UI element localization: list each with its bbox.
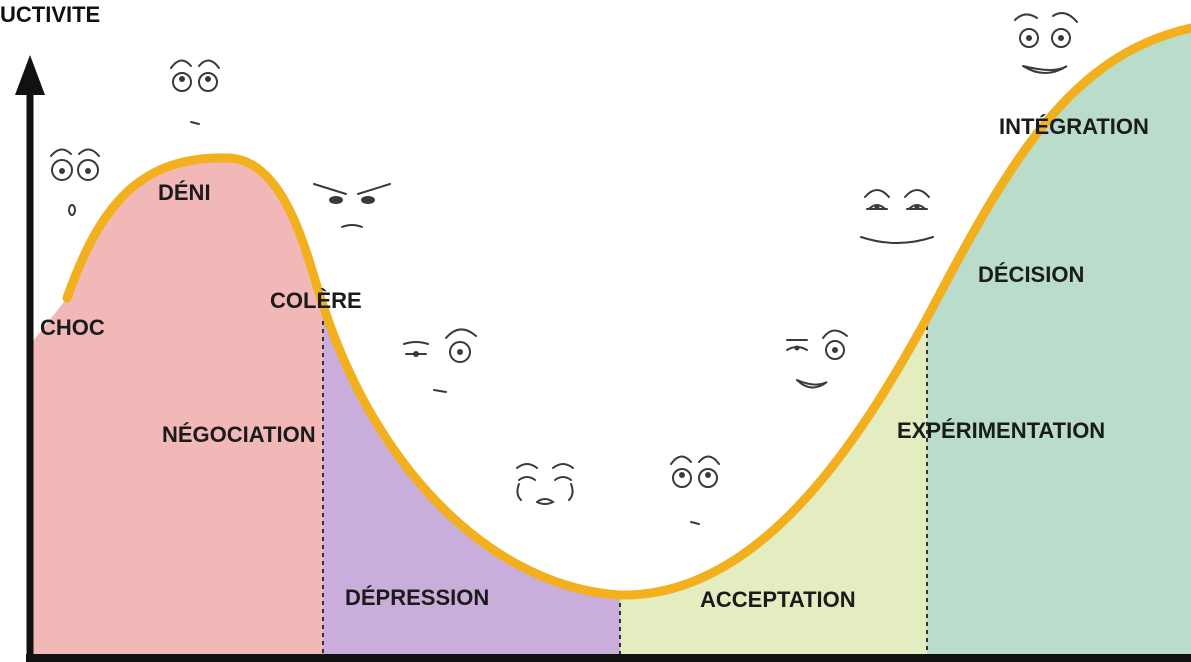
- label-integration: INTÉGRATION: [999, 114, 1149, 139]
- axis-title: UCTIVITE: [0, 2, 100, 27]
- shocked-face-icon: [50, 148, 100, 216]
- label-depression: DÉPRESSION: [345, 585, 489, 610]
- region-depression: [323, 305, 620, 655]
- happy-face-icon: [1014, 12, 1078, 74]
- label-negociation: NÉGOCIATION: [162, 422, 316, 447]
- skeptical-face-icon: [403, 328, 477, 393]
- winking-face-icon: [786, 329, 848, 389]
- region-choc-negociation: [30, 157, 323, 655]
- crying-face-icon: [516, 463, 574, 505]
- region-integration: [927, 28, 1191, 655]
- label-deni: DÉNI: [158, 180, 211, 205]
- label-experimentation: EXPÉRIMENTATION: [897, 418, 1105, 443]
- label-acceptation: ACCEPTATION: [700, 587, 856, 612]
- change-curve-line: [62, 23, 1191, 600]
- angry-face-icon: [313, 183, 391, 228]
- looking-up-face-icon: [170, 59, 220, 125]
- label-colere: COLÈRE: [270, 288, 362, 313]
- label-decision: DÉCISION: [978, 262, 1084, 287]
- content-face-icon: [860, 189, 934, 244]
- region-acceptation: [620, 318, 927, 655]
- y-axis-arrow-icon: [15, 55, 45, 95]
- neutral-face-icon: [670, 455, 720, 525]
- label-choc: CHOC: [40, 315, 105, 340]
